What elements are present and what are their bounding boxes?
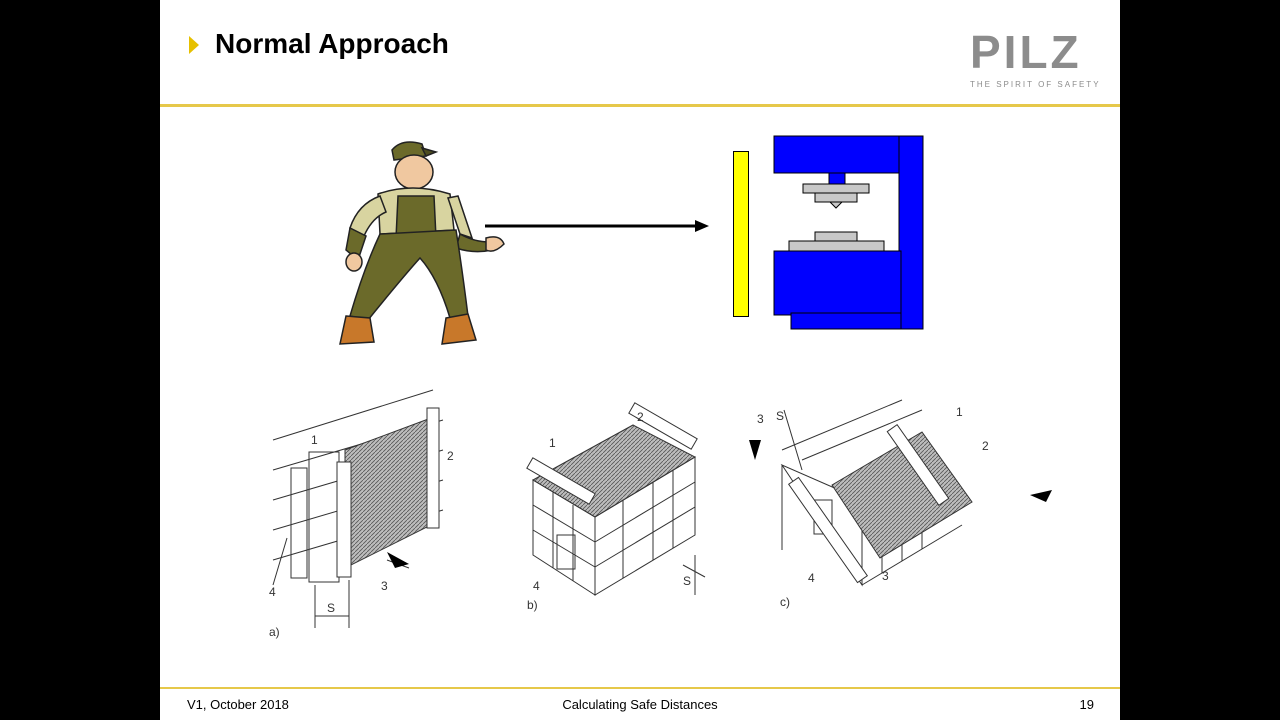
diagram-c-label: c) — [780, 595, 790, 609]
page-title: Normal Approach — [215, 28, 449, 59]
light-curtain — [733, 151, 749, 317]
logo-wordmark: PILZ — [970, 26, 1082, 78]
diagram-b-callout-2: 2 — [637, 410, 644, 424]
diagram-b-callout-s: S — [683, 574, 691, 588]
header-divider — [160, 104, 1120, 107]
diagram-c-callout-s: S — [776, 409, 784, 423]
diagram-c-callout-3: 3 — [882, 569, 889, 583]
diagram-a-callout-2: 2 — [447, 449, 454, 463]
press-machine — [773, 135, 924, 330]
diagram-b-callout-1: 1 — [549, 436, 556, 450]
logo-tagline: THE SPIRIT OF SAFETY — [970, 80, 1101, 89]
slide: Normal Approach PILZ THE SPIRIT OF SAFET… — [160, 0, 1120, 720]
diagram-c-callout-2: 2 — [982, 439, 989, 453]
diagram-a-callout-s: S — [327, 601, 335, 615]
diagram-a: 1 2 3 4 S a) — [269, 389, 454, 639]
diagram-c: 1 2 3 4 S c) — [776, 399, 1052, 609]
diagram-a-callout-3: 3 — [381, 579, 388, 593]
page-number: 19 — [1079, 697, 1094, 712]
approach-arrow — [485, 220, 709, 232]
diagram-b-label: b) — [527, 598, 538, 612]
worker-illustration — [339, 141, 505, 345]
footer-divider — [160, 687, 1120, 689]
diagram-a-callout-4: 4 — [269, 585, 276, 599]
diagram-a-label: a) — [269, 625, 280, 639]
title-bullet-icon — [189, 36, 199, 54]
footer-title: Calculating Safe Distances — [562, 697, 718, 712]
pilz-logo: PILZ THE SPIRIT OF SAFETY — [970, 26, 1101, 89]
diagram-b-callout-3: 3 — [757, 412, 764, 426]
diagram-c-callout-4: 4 — [808, 571, 815, 585]
diagram-b: 1 2 3 4 S b) — [526, 402, 764, 612]
diagram-a-callout-1: 1 — [311, 433, 318, 447]
diagram-b-callout-4: 4 — [533, 579, 540, 593]
footer-version: V1, October 2018 — [187, 697, 289, 712]
diagram-c-callout-1: 1 — [956, 405, 963, 419]
